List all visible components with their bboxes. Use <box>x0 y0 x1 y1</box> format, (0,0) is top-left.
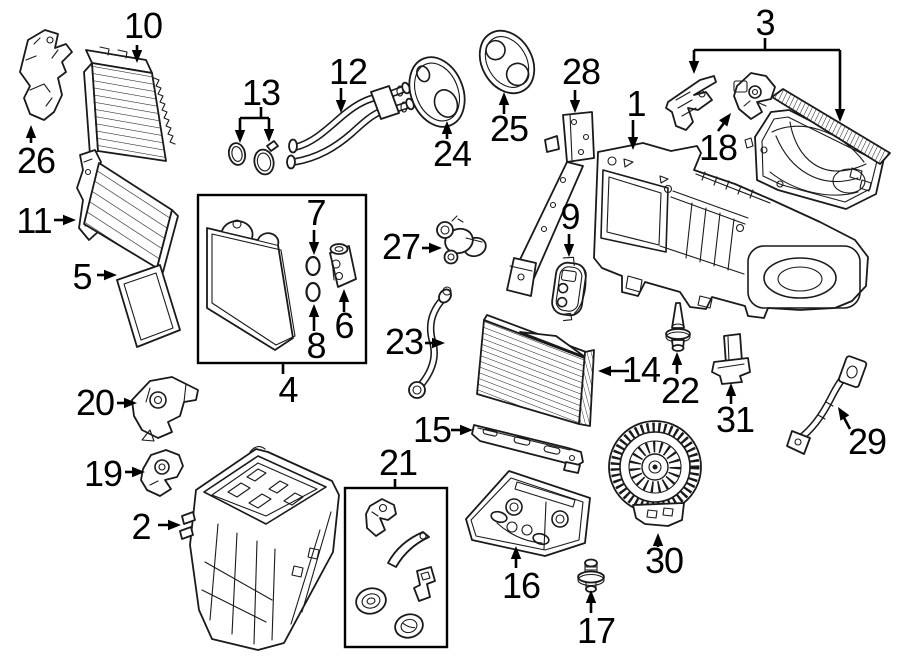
callout-3[interactable]: 3 <box>755 2 775 43</box>
callout-30[interactable]: 30 <box>644 540 684 581</box>
part-18-actuator <box>733 72 776 120</box>
part-5-filter-frame <box>116 264 181 348</box>
part-26-bracket <box>19 29 73 121</box>
part-25-gasket <box>478 29 536 95</box>
part-22-push-rivet <box>665 302 691 352</box>
callout-16[interactable]: 16 <box>501 565 541 606</box>
part-8-o-ring <box>305 281 321 303</box>
part-2-heater-box <box>179 446 340 651</box>
callout-25[interactable]: 25 <box>489 108 529 149</box>
part-3-mount-bracket <box>665 75 717 131</box>
part-30-blower-motor <box>608 420 702 527</box>
callout-5[interactable]: 5 <box>72 256 92 297</box>
callout-19[interactable]: 19 <box>83 453 123 494</box>
callout-6[interactable]: 6 <box>334 305 354 346</box>
part-13-clamps <box>227 140 279 176</box>
callout-10[interactable]: 10 <box>123 5 163 46</box>
callout-14[interactable]: 14 <box>621 349 661 390</box>
part-9-cover <box>551 256 587 322</box>
part-16-mounting-tray <box>465 470 591 557</box>
part-4-evaporator-core <box>206 219 296 351</box>
callout-11[interactable]: 11 <box>16 200 52 241</box>
callout-27[interactable]: 27 <box>381 226 421 267</box>
part-20-actuator <box>131 376 199 442</box>
callout-22[interactable]: 22 <box>660 370 700 411</box>
part-17-screw-grommet <box>577 558 605 593</box>
callout-9[interactable]: 9 <box>560 196 580 237</box>
part-24-gasket <box>408 56 466 128</box>
callout-2[interactable]: 2 <box>131 506 151 547</box>
part-7-o-ring <box>305 255 321 277</box>
callout-21[interactable]: 21 <box>378 442 418 483</box>
callout-4[interactable]: 4 <box>278 369 298 410</box>
part-21-hardware-kit <box>355 498 436 639</box>
callout-24[interactable]: 24 <box>432 133 472 174</box>
callout-13[interactable]: 13 <box>241 72 281 113</box>
callout-26[interactable]: 26 <box>16 140 56 181</box>
part-15-filter-bracket <box>471 424 584 474</box>
callout-7[interactable]: 7 <box>306 192 326 233</box>
callout-20[interactable]: 20 <box>75 382 115 423</box>
part-12-heater-hose-assembly <box>286 81 415 170</box>
part-1-evaporator-housing <box>593 142 869 319</box>
callout-8[interactable]: 8 <box>306 325 326 366</box>
part-3-air-intake-housing <box>744 88 891 210</box>
callout-17[interactable]: 17 <box>576 610 616 651</box>
part-27-valve <box>436 215 487 265</box>
part-28-mounting-bracket <box>506 111 595 297</box>
part-19-actuator <box>140 449 184 497</box>
callout-18[interactable]: 18 <box>698 127 738 168</box>
callout-1[interactable]: 1 <box>626 83 646 124</box>
callout-23[interactable]: 23 <box>384 321 424 362</box>
part-31-bracket <box>711 333 751 385</box>
part-14-cabin-air-filter <box>476 314 595 427</box>
part-6-expansion-valve <box>329 243 357 288</box>
callout-12[interactable]: 12 <box>328 51 368 92</box>
callout-29[interactable]: 29 <box>847 421 887 462</box>
callout-15[interactable]: 15 <box>412 409 452 450</box>
part-29-support-brace <box>786 355 868 455</box>
callout-31[interactable]: 31 <box>715 399 755 440</box>
part-10-heater-core <box>83 46 176 162</box>
callout-28[interactable]: 28 <box>561 51 601 92</box>
part-11-heater-core-side <box>76 149 179 273</box>
